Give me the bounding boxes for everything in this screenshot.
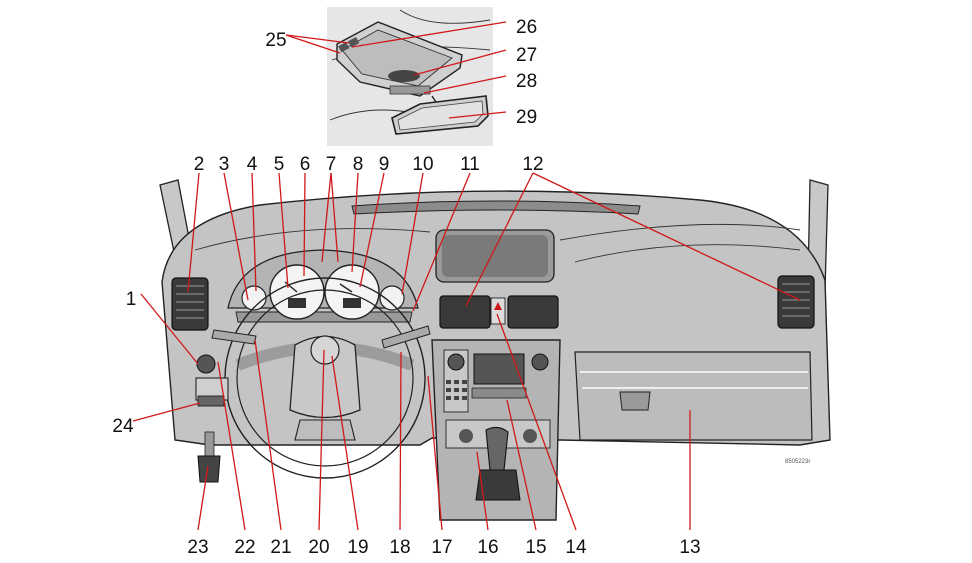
callout-number: 21 bbox=[270, 537, 291, 558]
callout-26: 26 bbox=[351, 17, 537, 48]
leader-line bbox=[448, 111, 507, 119]
callout-number: 13 bbox=[679, 537, 700, 558]
callout-number: 11 bbox=[460, 154, 480, 175]
leader-line bbox=[351, 172, 359, 273]
callout-24: 24 bbox=[112, 402, 201, 437]
leader-line bbox=[197, 465, 209, 531]
leader-line bbox=[506, 399, 537, 531]
leader-line bbox=[303, 172, 306, 277]
callout-number: 8 bbox=[353, 154, 364, 175]
callout-number: 22 bbox=[234, 537, 255, 558]
callout-number: 12 bbox=[522, 154, 543, 175]
callout-19: 19 bbox=[331, 355, 369, 558]
leader-line bbox=[351, 21, 507, 48]
callout-15: 15 bbox=[506, 399, 547, 558]
leader-line bbox=[496, 313, 577, 531]
leader-line bbox=[285, 34, 341, 54]
callout-16: 16 bbox=[476, 451, 499, 558]
leader-line bbox=[278, 172, 289, 289]
leader-line bbox=[318, 349, 325, 531]
dashboard: 8505223r bbox=[159, 179, 831, 521]
leader-line bbox=[223, 172, 249, 301]
callout-number: 29 bbox=[516, 107, 537, 128]
leader-line bbox=[401, 172, 424, 295]
leader-line bbox=[285, 34, 350, 44]
leader-line bbox=[251, 172, 257, 292]
leader-line bbox=[427, 375, 443, 531]
callout-9: 9 bbox=[359, 154, 390, 288]
callout-28: 28 bbox=[423, 71, 537, 94]
callout-number: 24 bbox=[112, 416, 134, 437]
callout-number: 15 bbox=[525, 537, 546, 558]
leader-line bbox=[330, 172, 339, 263]
leader-line bbox=[359, 172, 385, 288]
callout-6: 6 bbox=[300, 154, 311, 277]
callout-number: 6 bbox=[300, 154, 311, 175]
callout-number: 2 bbox=[194, 154, 205, 175]
callout-11: 11 bbox=[412, 154, 480, 312]
leader-line bbox=[476, 451, 489, 531]
callout-number: 18 bbox=[389, 537, 410, 558]
figure-code: 8505223r bbox=[785, 459, 810, 465]
leader-line bbox=[465, 172, 534, 307]
leader-line bbox=[132, 402, 201, 422]
callout-21: 21 bbox=[254, 339, 292, 558]
callout-number: 10 bbox=[412, 154, 433, 175]
callout-number: 16 bbox=[477, 537, 498, 558]
callout-number: 7 bbox=[326, 154, 337, 175]
leader-line bbox=[331, 355, 359, 531]
callout-27: 27 bbox=[413, 45, 537, 76]
callout-number: 25 bbox=[265, 30, 286, 51]
callout-number: 20 bbox=[308, 537, 329, 558]
callout-number: 19 bbox=[347, 537, 368, 558]
callout-1: 1 bbox=[126, 289, 199, 365]
leader-line bbox=[412, 172, 471, 312]
callout-number: 28 bbox=[516, 71, 537, 92]
callout-8: 8 bbox=[351, 154, 364, 273]
leader-line bbox=[532, 172, 801, 301]
callout-number: 23 bbox=[187, 537, 208, 558]
callout-number: 26 bbox=[516, 17, 537, 38]
leader-line bbox=[321, 172, 332, 263]
callout-14: 14 bbox=[496, 313, 587, 558]
callout-10: 10 bbox=[401, 154, 434, 295]
callout-number: 3 bbox=[219, 154, 230, 175]
leader-line bbox=[187, 172, 200, 293]
callout-4: 4 bbox=[247, 154, 258, 292]
overhead-console-inset bbox=[327, 7, 493, 146]
callout-7: 7 bbox=[321, 154, 339, 263]
callout-29: 29 bbox=[448, 107, 537, 128]
leader-line bbox=[423, 75, 507, 94]
leader-line bbox=[217, 361, 246, 531]
callout-22: 22 bbox=[217, 361, 256, 558]
leader-line bbox=[254, 339, 282, 531]
callout-23: 23 bbox=[187, 465, 209, 558]
callout-2: 2 bbox=[187, 154, 205, 293]
callout-number: 27 bbox=[516, 45, 537, 66]
callout-number: 1 bbox=[126, 289, 137, 310]
leader-line bbox=[413, 49, 507, 76]
callout-20: 20 bbox=[308, 349, 330, 558]
callout-17: 17 bbox=[427, 375, 453, 558]
leader-line bbox=[140, 293, 199, 365]
callout-number: 5 bbox=[274, 154, 285, 175]
callout-number: 14 bbox=[565, 537, 587, 558]
callout-3: 3 bbox=[219, 154, 249, 301]
leader-line bbox=[399, 351, 402, 531]
callout-number: 9 bbox=[379, 154, 390, 175]
callout-5: 5 bbox=[274, 154, 289, 289]
callout-number: 4 bbox=[247, 154, 258, 175]
callout-25: 25 bbox=[265, 30, 350, 54]
callout-18: 18 bbox=[389, 351, 411, 558]
callout-13: 13 bbox=[679, 410, 701, 558]
callout-12: 12 bbox=[465, 154, 801, 307]
callout-number: 17 bbox=[431, 537, 452, 558]
